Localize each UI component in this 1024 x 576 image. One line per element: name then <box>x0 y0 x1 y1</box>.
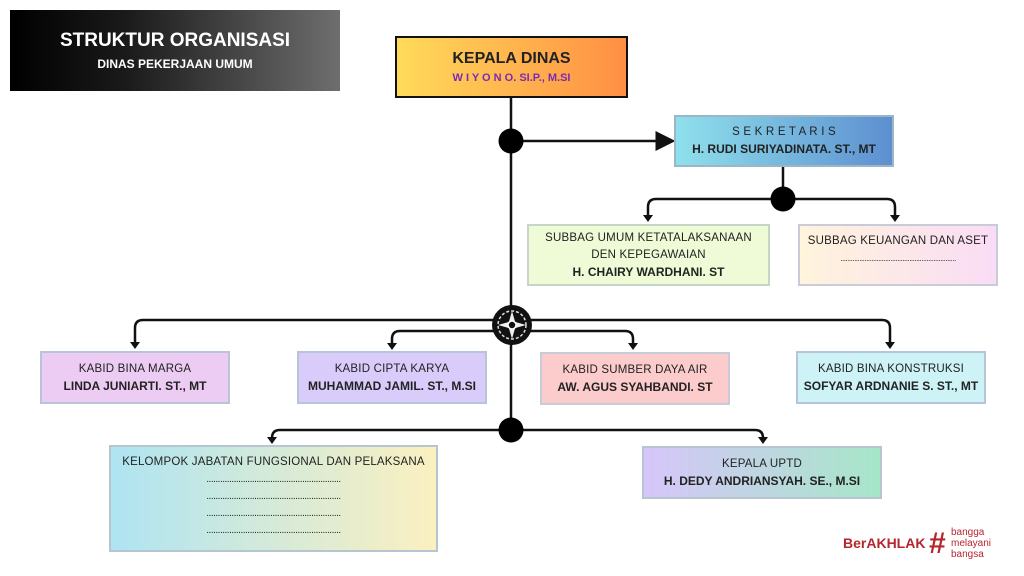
placeholder-line: ........................................… <box>206 525 341 536</box>
person-name: H. DEDY ANDRIANSYAH. SE., M.SI <box>663 473 861 488</box>
logo-brand: BerAKHLAK <box>843 535 926 551</box>
person-name: H. CHAIRY WARDHANI. ST <box>572 264 725 279</box>
kepala-uptd-box: KEPALA UPTD H. DEDY ANDRIANSYAH. SE., M.… <box>642 446 882 499</box>
person-name: W I Y O N O. SI.P., M.SI <box>452 72 571 84</box>
page-title: STRUKTUR ORGANISASI <box>59 29 291 51</box>
person-name: SOFYAR ARDNANIE S. ST., MT <box>803 378 979 393</box>
kelompok-jabatan-box: KELOMPOK JABATAN FUNGSIONAL DAN PELAKSAN… <box>109 445 438 552</box>
position-label: SUBBAG UMUM KETATALAKSANAAN <box>545 231 752 244</box>
position-label: DEN KEPEGAWAIAN <box>591 248 706 261</box>
junction-dot <box>498 128 524 154</box>
position-label: S E K R E T A R I S <box>732 126 836 138</box>
kepala-dinas-box: KEPALA DINAS W I Y O N O. SI.P., M.SI <box>395 36 628 98</box>
person-name: H. RUDI SURIYADINATA. ST., MT <box>692 142 876 156</box>
placeholder-line: ........................................… <box>206 491 341 502</box>
kabid-cipta-karya-box: KABID CIPTA KARYA MUHAMMAD JAMIL. ST., M… <box>297 351 487 404</box>
position-label: KELOMPOK JABATAN FUNGSIONAL DAN PELAKSAN… <box>122 456 425 468</box>
person-name: LINDA JUNIARTI. ST., MT <box>63 378 207 393</box>
placeholder-line: ........................................… <box>206 508 341 519</box>
position-label: KABID BINA MARGA <box>78 362 192 375</box>
kabid-sumber-daya-air-box: KABID SUMBER DAYA AIR AW. AGUS SYAHBANDI… <box>540 352 730 405</box>
position-label: KABID BINA KONSTRUKSI <box>817 362 965 375</box>
berakhlak-logo: BerAKHLAK # bangga melayani bangsa <box>843 527 1018 563</box>
logo-tagline: bangga <box>951 527 985 538</box>
logo-tagline: melayani <box>951 538 992 549</box>
kabid-bina-konstruksi-box: KABID BINA KONSTRUKSI SOFYAR ARDNANIE S.… <box>796 351 986 404</box>
junction-dot <box>498 417 524 443</box>
position-label: SUBBAG KEUANGAN DAN ASET <box>807 235 989 247</box>
position-label: KABID CIPTA KARYA <box>334 362 450 375</box>
position-label: KABID SUMBER DAYA AIR <box>562 363 708 376</box>
person-name: MUHAMMAD JAMIL. ST., M.SI <box>308 378 476 393</box>
sekretaris-box: S E K R E T A R I S H. RUDI SURIYADINATA… <box>674 115 894 167</box>
hash-icon: # <box>929 527 946 560</box>
page-subtitle: DINAS PEKERJAAN UMUM <box>97 56 253 71</box>
ornament-emblem-icon <box>492 305 532 345</box>
placeholder-name: ........................................… <box>840 254 956 263</box>
subbag-umum-box: SUBBAG UMUM KETATALAKSANAAN DEN KEPEGAWA… <box>527 224 770 286</box>
position-label: KEPALA DINAS <box>452 50 571 67</box>
position-label: KEPALA UPTD <box>722 457 802 470</box>
title-banner: STRUKTUR ORGANISASI DINAS PEKERJAAN UMUM <box>10 10 340 91</box>
placeholder-line: ........................................… <box>206 474 341 485</box>
kabid-bina-marga-box: KABID BINA MARGA LINDA JUNIARTI. ST., MT <box>40 351 230 404</box>
logo-tagline: bangsa <box>951 549 984 560</box>
subbag-keuangan-box: SUBBAG KEUANGAN DAN ASET ...............… <box>798 224 998 286</box>
person-name: AW. AGUS SYAHBANDI. ST <box>557 379 713 394</box>
junction-dot <box>770 186 796 212</box>
